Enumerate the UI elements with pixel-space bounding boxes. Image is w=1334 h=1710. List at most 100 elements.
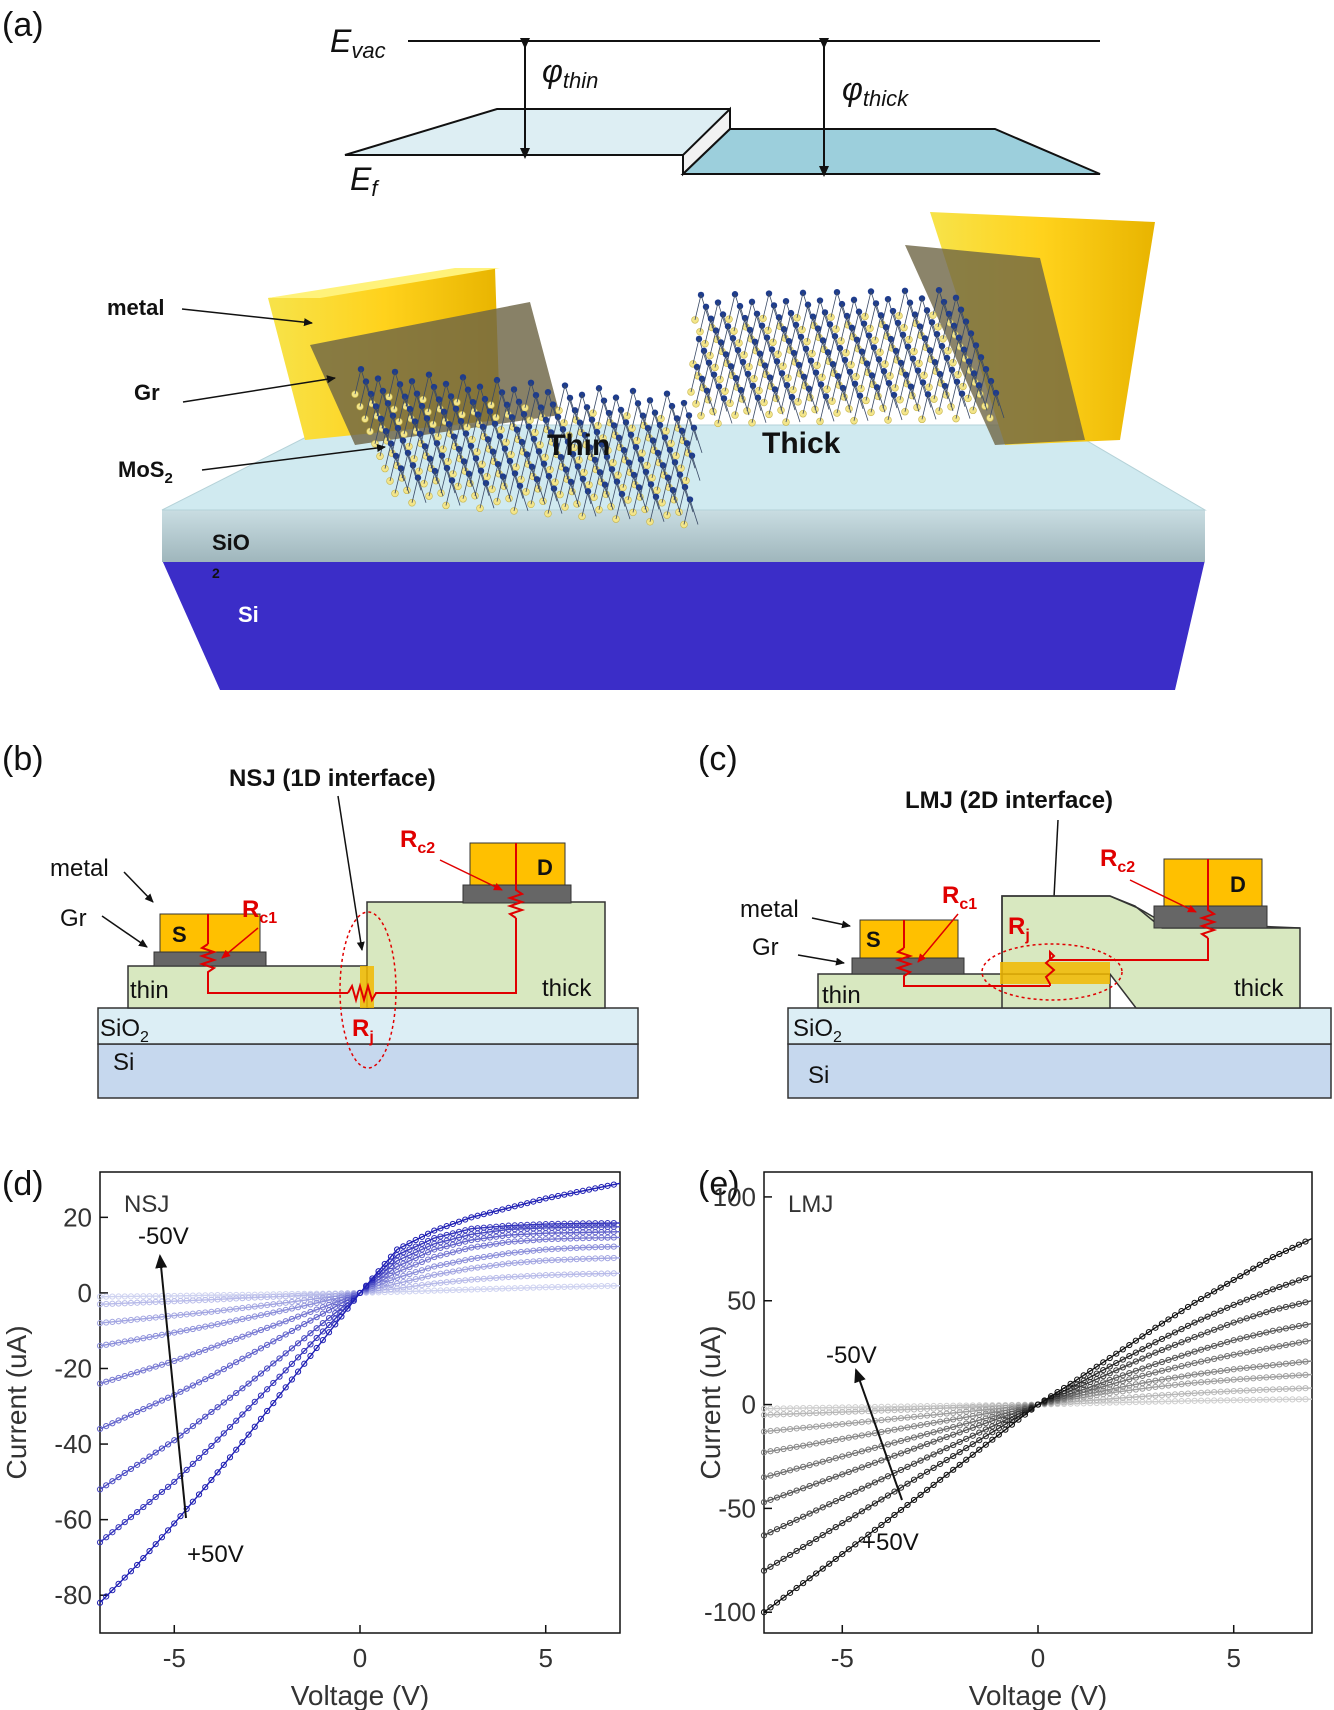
iv-marker bbox=[1171, 1329, 1179, 1336]
iv-marker bbox=[800, 1424, 807, 1431]
iv-marker bbox=[1034, 1401, 1042, 1408]
iv-marker bbox=[301, 1335, 308, 1342]
iv-marker bbox=[780, 1468, 787, 1476]
iv-marker bbox=[567, 1220, 574, 1227]
iv-marker bbox=[1113, 1374, 1120, 1381]
iv-marker bbox=[245, 1431, 252, 1438]
iv-marker bbox=[214, 1469, 221, 1476]
iv-marker bbox=[943, 1425, 950, 1432]
molybdenum-atom bbox=[569, 450, 577, 458]
lattice-bond bbox=[753, 353, 761, 379]
molybdenum-atom bbox=[411, 418, 419, 425]
iv-marker bbox=[307, 1291, 314, 1299]
iv-marker bbox=[923, 1454, 931, 1461]
iv-marker bbox=[1243, 1333, 1250, 1341]
iv-marker bbox=[1152, 1392, 1159, 1399]
iv-marker bbox=[598, 1184, 605, 1191]
iv-marker bbox=[127, 1465, 135, 1473]
lattice-bond bbox=[388, 371, 396, 398]
iv-marker bbox=[437, 1233, 444, 1240]
iv-marker bbox=[826, 1501, 833, 1508]
lattice-bond bbox=[908, 314, 916, 340]
x-axis-label: Voltage (V) bbox=[969, 1680, 1108, 1710]
lattice-bond bbox=[755, 325, 763, 351]
lattice-bond bbox=[573, 422, 581, 448]
iv-marker bbox=[480, 1275, 487, 1282]
iv-marker bbox=[884, 1407, 892, 1414]
iv-marker bbox=[517, 1273, 525, 1280]
molybdenum-atom bbox=[462, 430, 470, 437]
iv-marker bbox=[226, 1362, 234, 1369]
iv-marker bbox=[995, 1408, 1002, 1415]
iv-marker bbox=[943, 1417, 950, 1424]
lmj-drain-metal bbox=[1163, 858, 1263, 907]
molybdenum-atom bbox=[491, 420, 499, 428]
iv-marker bbox=[832, 1473, 839, 1480]
iv-marker bbox=[1132, 1337, 1139, 1344]
iv-marker bbox=[257, 1392, 265, 1399]
iv-marker bbox=[1067, 1380, 1074, 1387]
lmj-thin-label: thin bbox=[822, 982, 861, 1009]
lattice-bond bbox=[422, 374, 430, 400]
molybdenum-atom bbox=[501, 445, 509, 452]
iv-marker bbox=[1171, 1341, 1179, 1348]
molybdenum-atom bbox=[734, 346, 742, 354]
iv-marker bbox=[845, 1516, 852, 1523]
lattice-bond bbox=[568, 410, 576, 436]
iv-marker bbox=[288, 1345, 296, 1352]
lattice-bond bbox=[544, 432, 552, 458]
iv-marker bbox=[208, 1442, 215, 1450]
iv-marker bbox=[1237, 1317, 1244, 1324]
iv-marker bbox=[301, 1347, 308, 1355]
lattice-bond bbox=[899, 374, 907, 400]
iv-marker bbox=[865, 1531, 872, 1538]
iv-marker bbox=[1126, 1353, 1133, 1360]
iv-marker bbox=[1093, 1363, 1100, 1370]
x-tick-label: 5 bbox=[538, 1643, 552, 1673]
iv-marker bbox=[226, 1423, 234, 1431]
nsj-title: NSJ (1D interface) bbox=[229, 765, 436, 792]
iv-marker bbox=[146, 1315, 153, 1322]
nsj-drain-label: D bbox=[537, 855, 553, 880]
molybdenum-atom bbox=[894, 319, 902, 327]
lattice-bond bbox=[597, 400, 605, 426]
iv-marker bbox=[202, 1309, 209, 1316]
iv-marker bbox=[431, 1280, 438, 1287]
iv-marker bbox=[270, 1322, 277, 1329]
iv-marker bbox=[257, 1302, 265, 1309]
iv-marker bbox=[904, 1406, 911, 1413]
lattice-bond bbox=[785, 396, 793, 423]
lattice-bond bbox=[364, 393, 372, 420]
iv-marker bbox=[1217, 1354, 1224, 1361]
iv-marker bbox=[891, 1452, 898, 1459]
iv-marker bbox=[1113, 1389, 1120, 1396]
iv-marker bbox=[171, 1437, 178, 1444]
lattice-bond bbox=[770, 361, 778, 387]
iv-marker bbox=[800, 1410, 807, 1417]
molybdenum-atom bbox=[790, 349, 798, 357]
iv-marker bbox=[767, 1427, 774, 1435]
lattice-bond bbox=[440, 467, 448, 494]
iv-marker bbox=[598, 1243, 605, 1251]
iv-marker bbox=[1295, 1322, 1303, 1330]
iv-marker bbox=[468, 1225, 475, 1232]
iv-marker bbox=[1197, 1331, 1205, 1338]
iv-marker bbox=[610, 1254, 617, 1262]
lattice-bond bbox=[485, 483, 495, 509]
iv-marker bbox=[195, 1349, 203, 1356]
lattice-bond bbox=[559, 469, 567, 495]
iv-marker bbox=[301, 1360, 308, 1367]
iv-marker bbox=[1113, 1395, 1120, 1402]
iv-marker bbox=[995, 1431, 1002, 1438]
iv-marker bbox=[1204, 1313, 1211, 1320]
iv-marker bbox=[1230, 1319, 1237, 1326]
legend-text: LMJ bbox=[788, 1191, 833, 1218]
iv-marker bbox=[437, 1262, 444, 1269]
molybdenum-atom bbox=[426, 455, 434, 462]
iv-marker bbox=[1250, 1294, 1257, 1301]
molybdenum-atom bbox=[972, 342, 980, 349]
lattice-bond bbox=[520, 454, 528, 480]
molybdenum-atom bbox=[605, 409, 613, 417]
iv-marker bbox=[1237, 1299, 1244, 1306]
molybdenum-atom bbox=[719, 311, 727, 318]
